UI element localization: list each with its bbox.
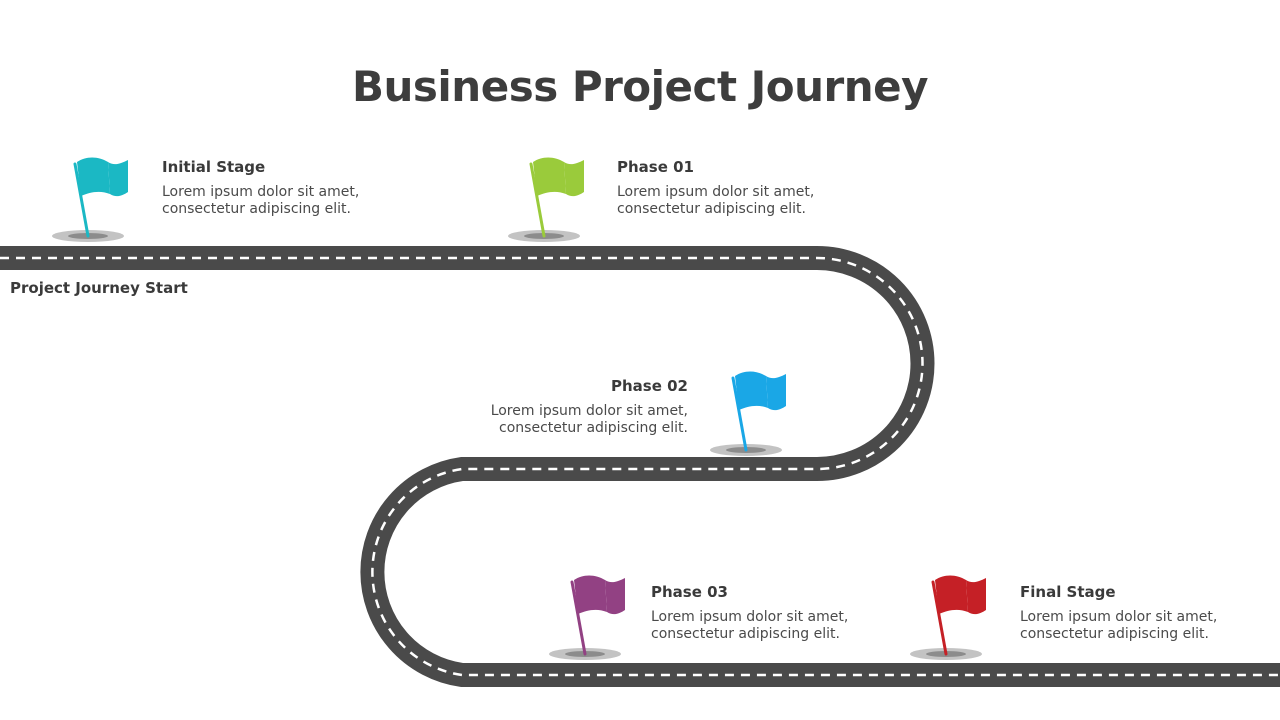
stage-description: Lorem ipsum dolor sit amet, consectetur … <box>651 609 849 642</box>
page-title: Business Project Journey <box>352 62 929 111</box>
stage-heading: Phase 02 <box>611 377 688 395</box>
stage-phase-01: Phase 01 Lorem ipsum dolor sit amet, con… <box>617 158 877 218</box>
stage-heading: Phase 01 <box>617 158 694 176</box>
road-center-line <box>0 256 1280 677</box>
flag-icon-phase-01 <box>508 157 584 242</box>
stage-heading: Phase 03 <box>651 583 728 601</box>
stage-description: Lorem ipsum dolor sit amet, consectetur … <box>490 403 688 436</box>
stage-phase-02: Phase 02 Lorem ipsum dolor sit amet, con… <box>428 377 688 437</box>
journey-start-label: Project Journey Start <box>10 279 188 297</box>
flag-icon-initial <box>52 157 128 242</box>
stage-description: Lorem ipsum dolor sit amet, consectetur … <box>162 184 360 217</box>
stage-heading: Final Stage <box>1020 583 1116 601</box>
stage-phase-03: Phase 03 Lorem ipsum dolor sit amet, con… <box>651 583 911 643</box>
flag-icon-phase-03 <box>549 575 625 660</box>
stage-initial: Initial Stage Lorem ipsum dolor sit amet… <box>162 158 422 218</box>
flag-icon-phase-02 <box>710 371 786 456</box>
flag-icon-final <box>910 575 986 660</box>
stage-description: Lorem ipsum dolor sit amet, consectetur … <box>1020 609 1218 642</box>
stage-heading: Initial Stage <box>162 158 266 176</box>
stage-description: Lorem ipsum dolor sit amet, consectetur … <box>617 184 815 217</box>
stage-final: Final Stage Lorem ipsum dolor sit amet, … <box>1020 583 1280 643</box>
